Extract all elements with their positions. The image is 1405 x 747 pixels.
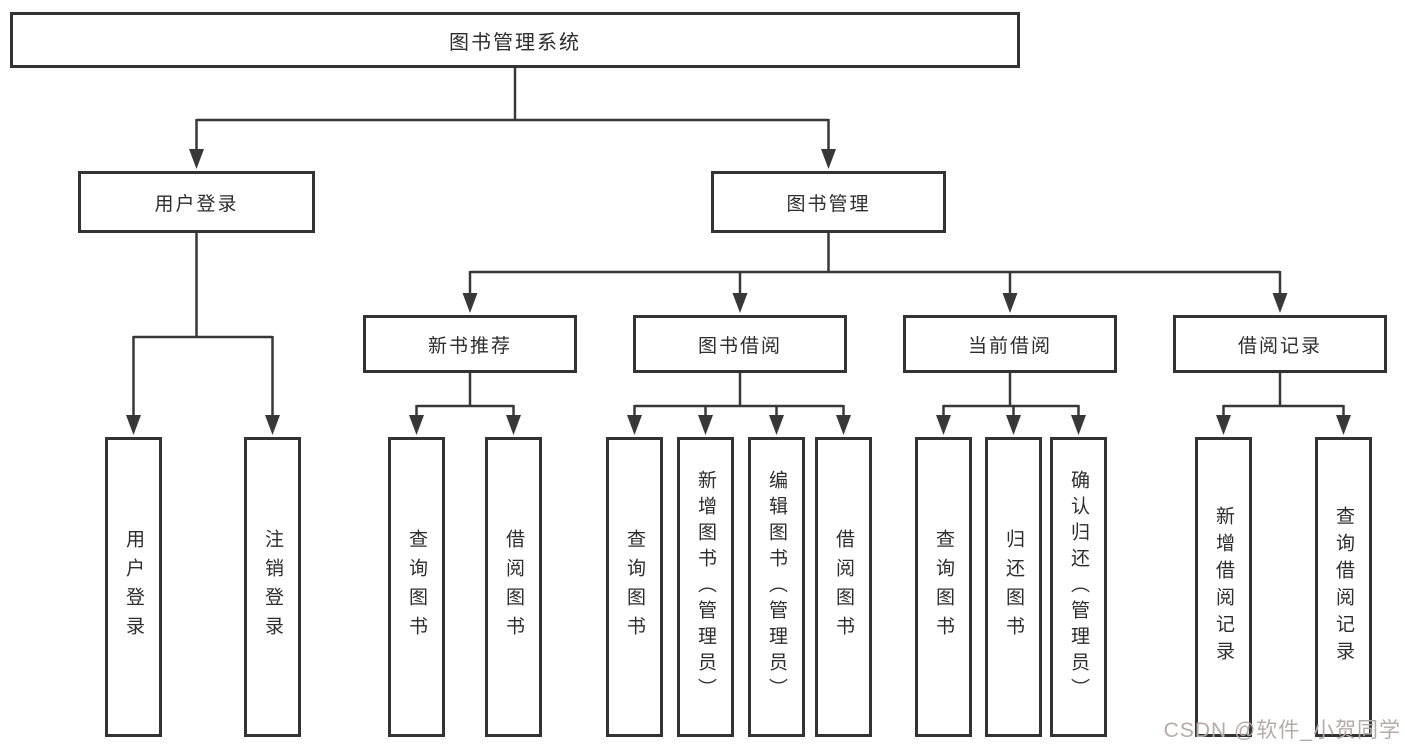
leaf-borrow-book-2: 借阅图书 [815, 437, 872, 737]
node-new-book-recommend-label: 新书推荐 [427, 335, 512, 357]
node-current-borrow: 当前借阅 [903, 315, 1117, 373]
leaf-edit-book-admin: 编辑图书（管理员） [748, 437, 805, 737]
leaf-borrow-book-1: 借阅图书 [485, 437, 542, 737]
node-root: 图书管理系统 [10, 12, 1020, 68]
leaf-return-book: 归还图书 [985, 437, 1042, 737]
leaf-query-borrow-record-label: 查询借阅记录 [1333, 506, 1354, 668]
node-new-book-recommend: 新书推荐 [363, 315, 577, 373]
node-book-borrow-label: 图书借阅 [697, 335, 782, 357]
leaf-query-book-2-label: 查询图书 [624, 529, 645, 645]
leaf-borrow-book-2-label: 借阅图书 [833, 529, 854, 645]
leaf-add-book-admin-label: 新增图书（管理员） [695, 470, 716, 704]
leaf-confirm-return-admin: 确认归还（管理员） [1050, 437, 1107, 737]
leaf-add-borrow-record-label: 新增借阅记录 [1213, 506, 1234, 668]
node-borrow-record-label: 借阅记录 [1237, 335, 1322, 357]
node-book-management: 图书管理 [711, 171, 946, 233]
leaf-edit-book-admin-label: 编辑图书（管理员） [766, 470, 787, 704]
leaf-logout-label: 注销登录 [262, 529, 283, 645]
node-book-borrow: 图书借阅 [633, 315, 847, 373]
node-root-label: 图书管理系统 [449, 31, 581, 54]
node-borrow-record: 借阅记录 [1173, 315, 1387, 373]
leaf-query-borrow-record: 查询借阅记录 [1315, 437, 1372, 737]
leaf-query-book-1-label: 查询图书 [406, 529, 427, 645]
node-user-login-label: 用户登录 [154, 193, 239, 215]
leaf-user-login: 用户登录 [105, 437, 162, 737]
leaf-add-book-admin: 新增图书（管理员） [677, 437, 734, 737]
leaf-user-login-label: 用户登录 [123, 529, 144, 645]
leaf-query-book-3: 查询图书 [915, 437, 972, 737]
node-user-login: 用户登录 [78, 171, 315, 233]
leaf-query-book-1: 查询图书 [388, 437, 445, 737]
leaf-confirm-return-admin-label: 确认归还（管理员） [1068, 470, 1089, 704]
leaf-query-book-3-label: 查询图书 [933, 529, 954, 645]
node-current-borrow-label: 当前借阅 [967, 335, 1052, 357]
leaf-logout: 注销登录 [244, 437, 301, 737]
leaf-query-book-2: 查询图书 [606, 437, 663, 737]
node-book-management-label: 图书管理 [786, 193, 871, 215]
leaf-add-borrow-record: 新增借阅记录 [1195, 437, 1252, 737]
watermark: CSDN @软件_小贺同学 [1163, 719, 1401, 742]
leaf-borrow-book-1-label: 借阅图书 [503, 529, 524, 645]
leaf-return-book-label: 归还图书 [1003, 529, 1024, 645]
